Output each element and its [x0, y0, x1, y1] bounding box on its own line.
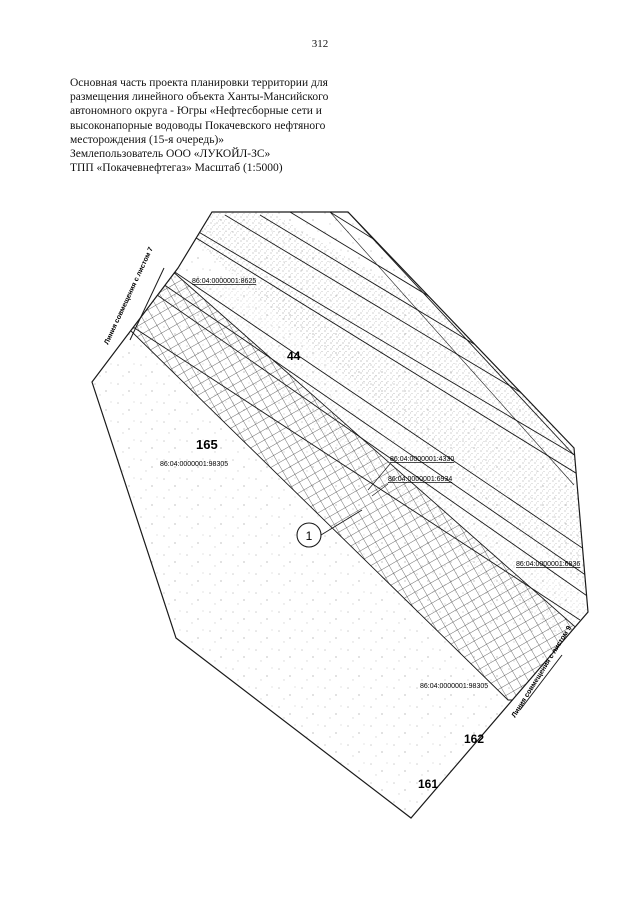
parcel-label: 86:04:0000001:6836 — [516, 561, 580, 568]
parcel-label: 86:04:0000001:98305 — [160, 461, 228, 468]
caption-line-6: Землепользователь ООО «ЛУКОЙЛ-ЗС» — [70, 148, 271, 161]
boundary-edge — [347, 211, 575, 456]
caption-line-3: автономного округа - Югры «Нефтесборные … — [70, 105, 322, 118]
parcel-label: 86:04:0000001:98305 — [420, 683, 488, 690]
quarter-number: 161 — [418, 777, 438, 791]
plan-boundary — [91, 211, 589, 819]
page-number: 312 — [311, 38, 329, 50]
caption-line-5: месторождения (15-я очередь)» — [70, 133, 225, 146]
match-line-left — [129, 267, 165, 341]
callout-number: 1 — [306, 529, 313, 543]
boundary-edge-inner — [329, 211, 575, 486]
match-line-right — [519, 654, 563, 711]
caption-line-1: Основная часть проекта планировки террит… — [70, 77, 328, 89]
quarter-number: 162 — [464, 732, 484, 746]
parcel-label: 86:04:0000001:6934 — [388, 476, 452, 483]
caption-line-2: размещения линейного объекта Ханты-Манси… — [70, 91, 329, 104]
callout-leader — [320, 509, 363, 536]
caption-line-4: высоконапорные водоводы Покачевского неф… — [70, 119, 326, 132]
quarter-number: 44 — [287, 349, 301, 363]
label-leader — [367, 463, 391, 491]
map-caption: Основная часть проекта планировки террит… — [70, 76, 370, 175]
parcel-label: 86:04:0000001:4330 — [390, 456, 454, 463]
quarter-number: 165 — [196, 437, 218, 452]
parcel-label: 86:04:0000001:8625 — [192, 278, 256, 285]
caption-line-7: ТПП «Покачевнефтегаз» Масштаб (1:5000) — [70, 162, 283, 175]
label-leader — [371, 483, 389, 497]
